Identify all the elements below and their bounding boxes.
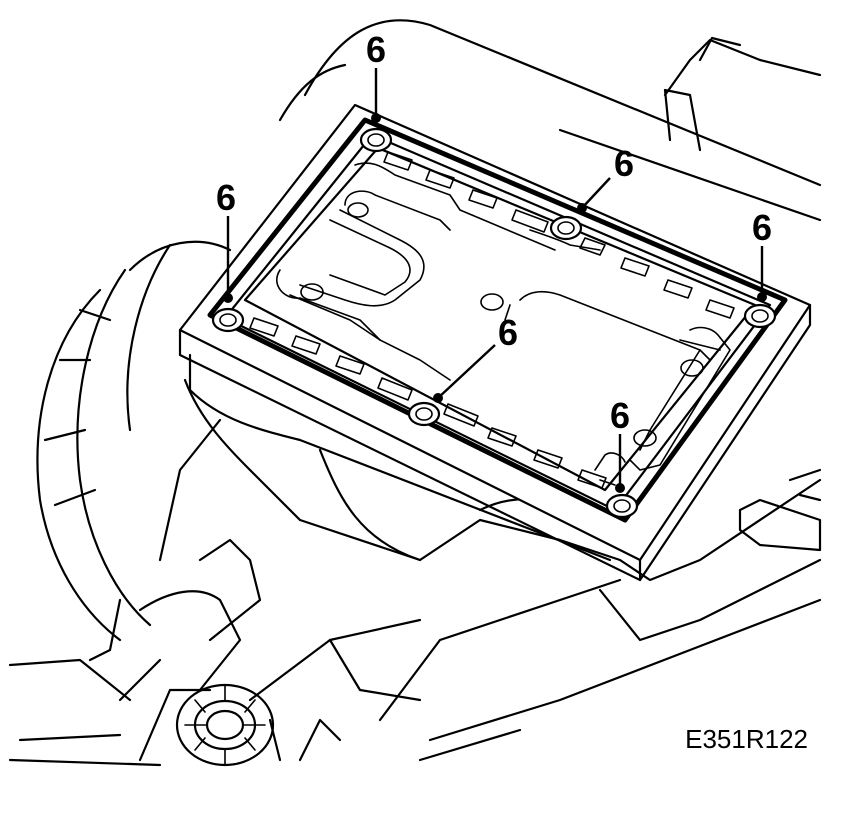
- round-fitting: [175, 683, 275, 767]
- cover-inner-details: [249, 151, 735, 489]
- callouts: 6 6 6 6 6 6: [216, 29, 772, 493]
- background-engine-parts: [36, 19, 822, 662]
- bolt-icon: [359, 127, 393, 153]
- bolt-icon: [605, 493, 639, 519]
- callout-left: 6: [216, 177, 236, 303]
- slots: [249, 151, 735, 489]
- bolt-icon: [549, 215, 583, 241]
- callout-label: 6: [614, 143, 634, 184]
- bolt-icon: [407, 401, 441, 427]
- callout-label: 6: [610, 395, 630, 436]
- callout-center: 6: [433, 312, 518, 403]
- bolt-icon: [211, 307, 245, 333]
- callout-top: 6: [366, 29, 386, 123]
- bolt-icon: [743, 303, 777, 329]
- cover-tray: [178, 103, 812, 582]
- callout-label: 6: [216, 177, 236, 218]
- callout-label: 6: [752, 207, 772, 248]
- bolts: [211, 127, 777, 519]
- lower-structure: [8, 378, 822, 767]
- callout-top-middle: 6: [577, 143, 634, 213]
- callout-label: 6: [498, 312, 518, 353]
- callout-label: 6: [366, 29, 386, 70]
- figure-code: E351R122: [685, 724, 808, 754]
- callout-right: 6: [752, 207, 772, 302]
- callout-bottom-right: 6: [610, 395, 630, 493]
